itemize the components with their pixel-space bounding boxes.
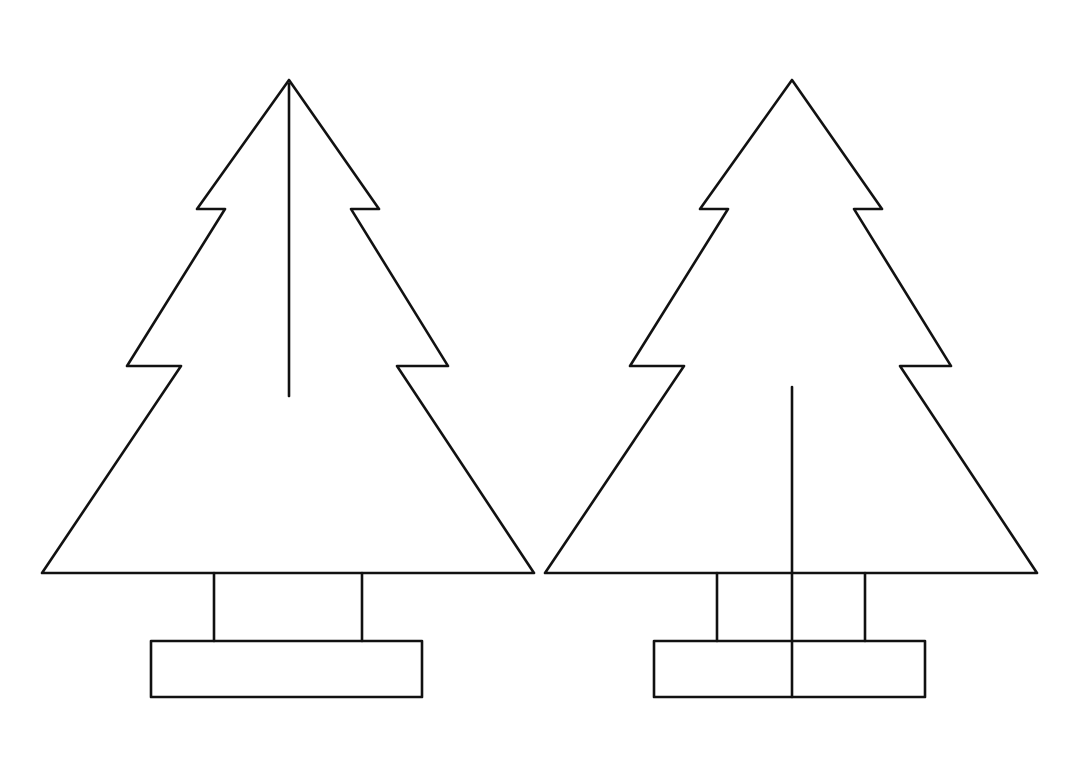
tree-piece-left — [40, 78, 536, 699]
base-outline — [149, 639, 424, 699]
base-outline — [652, 639, 927, 699]
tree-outline — [40, 78, 536, 575]
tree-piece-right — [543, 78, 1039, 699]
trunk-outline — [715, 571, 867, 643]
trunk-outline — [212, 571, 364, 643]
